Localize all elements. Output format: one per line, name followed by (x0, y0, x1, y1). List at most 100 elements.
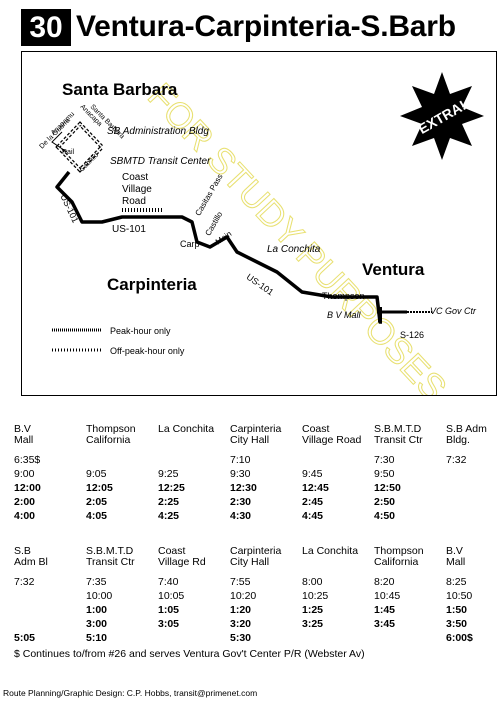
schedule-time-cell: 6:35$ (14, 454, 41, 466)
schedule-header: Transit Ctr (374, 434, 423, 446)
schedule-time-cell: 9:25 (158, 468, 179, 480)
extra-badge: EXTRA! (400, 72, 484, 160)
schedule-time-cell: 4:05 (86, 510, 108, 522)
schedule-time-cell: 2:50 (374, 496, 396, 508)
schedule-time-cell: 4:00 (14, 510, 36, 522)
label-ventura: Ventura (362, 260, 425, 279)
schedule-time-cell: 5:05 (14, 632, 36, 644)
schedule-time-cell: 7:32 (446, 454, 467, 466)
schedule-time-cell: 3:00 (86, 618, 108, 630)
label-thompson: Thompson (322, 291, 365, 301)
route-map: FOR STUDY PURPOSES ONLY EXTRA! Santa Bar… (21, 51, 497, 396)
label-carpinteria: Carpinteria (107, 275, 197, 294)
label-coast-village-1: Coast (122, 172, 148, 183)
route-title: Ventura-Carpinteria-S.Barb (76, 10, 456, 43)
label-sbmtd: SBMTD Transit Center (110, 156, 211, 167)
schedule-time-cell: 10:05 (158, 590, 185, 602)
schedule-time-cell: 7:40 (158, 576, 179, 588)
schedule-header: S.B Adm (446, 423, 487, 435)
schedule-time-cell: 4:25 (158, 510, 180, 522)
credits: Route Planning/Graphic Design: C.P. Hobb… (3, 688, 258, 698)
schedule-time-cell: 12:30 (230, 482, 257, 494)
label-la-conchita: La Conchita (267, 244, 321, 255)
schedule-time-cell: 3:05 (158, 618, 180, 630)
schedule-time-cell: 10:00 (86, 590, 113, 602)
schedule-time-cell: 3:25 (302, 618, 324, 630)
label-us101-b: US-101 (58, 192, 80, 224)
schedule-time-cell: 1:05 (158, 604, 180, 616)
label-sb-admin: SB Administration Bldg (107, 126, 209, 137)
schedule-time-cell: 12:25 (158, 482, 185, 494)
schedule-time-cell: 9:00 (14, 468, 35, 480)
schedule-time-cell: 5:10 (86, 632, 108, 644)
schedule-header: Village Road (302, 434, 362, 446)
schedule-time-cell: 1:45 (374, 604, 396, 616)
schedule-header: Coast (302, 423, 330, 435)
schedule-header: City Hall (230, 434, 270, 446)
schedule-time-cell: 1:00 (86, 604, 108, 616)
schedule-time-cell: 1:50 (446, 604, 468, 616)
schedule-header: Transit Ctr (86, 556, 135, 568)
label-vc-gov-ctr: VC Gov Ctr (430, 306, 477, 316)
schedule-header: Coast (158, 545, 186, 557)
schedule-time-cell: 8:00 (302, 576, 323, 588)
schedule-header: California (86, 434, 131, 446)
schedule-time-cell: 12:05 (86, 482, 113, 494)
schedule-time-cell: 4:50 (374, 510, 396, 522)
schedule-time-cell: 1:25 (302, 604, 324, 616)
schedule-time-cell: 2:25 (158, 496, 180, 508)
schedule-time-cell: 8:20 (374, 576, 395, 588)
route-line (55, 170, 382, 324)
schedule-header: Mall (14, 434, 34, 446)
schedule-time-cell: 3:45 (374, 618, 396, 630)
schedule-header: S.B.M.T.D (86, 545, 134, 557)
route-number-badge: 30 (21, 9, 71, 46)
schedule-header: La Conchita (158, 423, 215, 435)
schedule-time-cell: 12:50 (374, 482, 401, 494)
schedule-time-cell: 10:45 (374, 590, 401, 602)
label-carp: Carp (180, 239, 200, 249)
label-cabrillo: Cabrillo (78, 152, 100, 174)
schedule-time-cell: 9:30 (230, 468, 251, 480)
map-legend: Peak-hour only Off-peak-hour only (52, 326, 185, 356)
schedule-header: Thompson (374, 545, 424, 557)
schedule-header: Mall (446, 556, 466, 568)
schedule-time-cell: 9:05 (86, 468, 107, 480)
label-casitas-pass: Casitas Pass (193, 172, 224, 217)
downtown-loop (51, 121, 105, 173)
route-map-svg: FOR STUDY PURPOSES ONLY EXTRA! Santa Bar… (39, 72, 496, 395)
schedule-time-cell: 7:30 (374, 454, 395, 466)
schedule-header: Carpinteria (230, 545, 282, 557)
schedule-time-cell: 2:05 (86, 496, 108, 508)
schedule-time-cell: 12:45 (302, 482, 329, 494)
legend-offpeak: Off-peak-hour only (110, 346, 185, 356)
schedule-time-cell: 4:45 (302, 510, 324, 522)
schedule-time-cell: 7:10 (230, 454, 251, 466)
label-s126: S-126 (400, 330, 424, 340)
schedule-time-cell: 10:20 (230, 590, 257, 602)
schedule-time-cell: 7:35 (86, 576, 107, 588)
label-coast-village-3: Road (122, 196, 146, 207)
schedule-time-cell: 7:55 (230, 576, 251, 588)
schedule-time-cell: 10:50 (446, 590, 473, 602)
schedule-time-cell: 9:45 (302, 468, 323, 480)
schedule-time-cell: 12:00 (14, 482, 41, 494)
schedule-time-cell: 8:25 (446, 576, 467, 588)
schedule-header: California (374, 556, 419, 568)
schedule-time-cell: 2:45 (302, 496, 324, 508)
schedule-header: B.V (446, 545, 463, 557)
schedule-time-cell: 3:50 (446, 618, 468, 630)
schedule-header: S.B (14, 545, 31, 557)
schedule-time-cell: 10:25 (302, 590, 329, 602)
schedule-time-cell: 4:30 (230, 510, 252, 522)
schedule-time-cell: 7:32 (14, 576, 35, 588)
legend-peak: Peak-hour only (110, 326, 171, 336)
schedule-time-cell: 6:00$ (446, 632, 473, 644)
label-us101-a: US-101 (112, 224, 146, 235)
label-bv-mall: B V Mall (327, 310, 362, 320)
schedule-header: Village Rd (158, 556, 206, 568)
schedule-header: Thompson (86, 423, 136, 435)
label-us101-c: US-101 (245, 272, 276, 298)
schedule-time-cell: 5:30 (230, 632, 252, 644)
footnote: $ Continues to/from #26 and serves Ventu… (14, 648, 365, 660)
